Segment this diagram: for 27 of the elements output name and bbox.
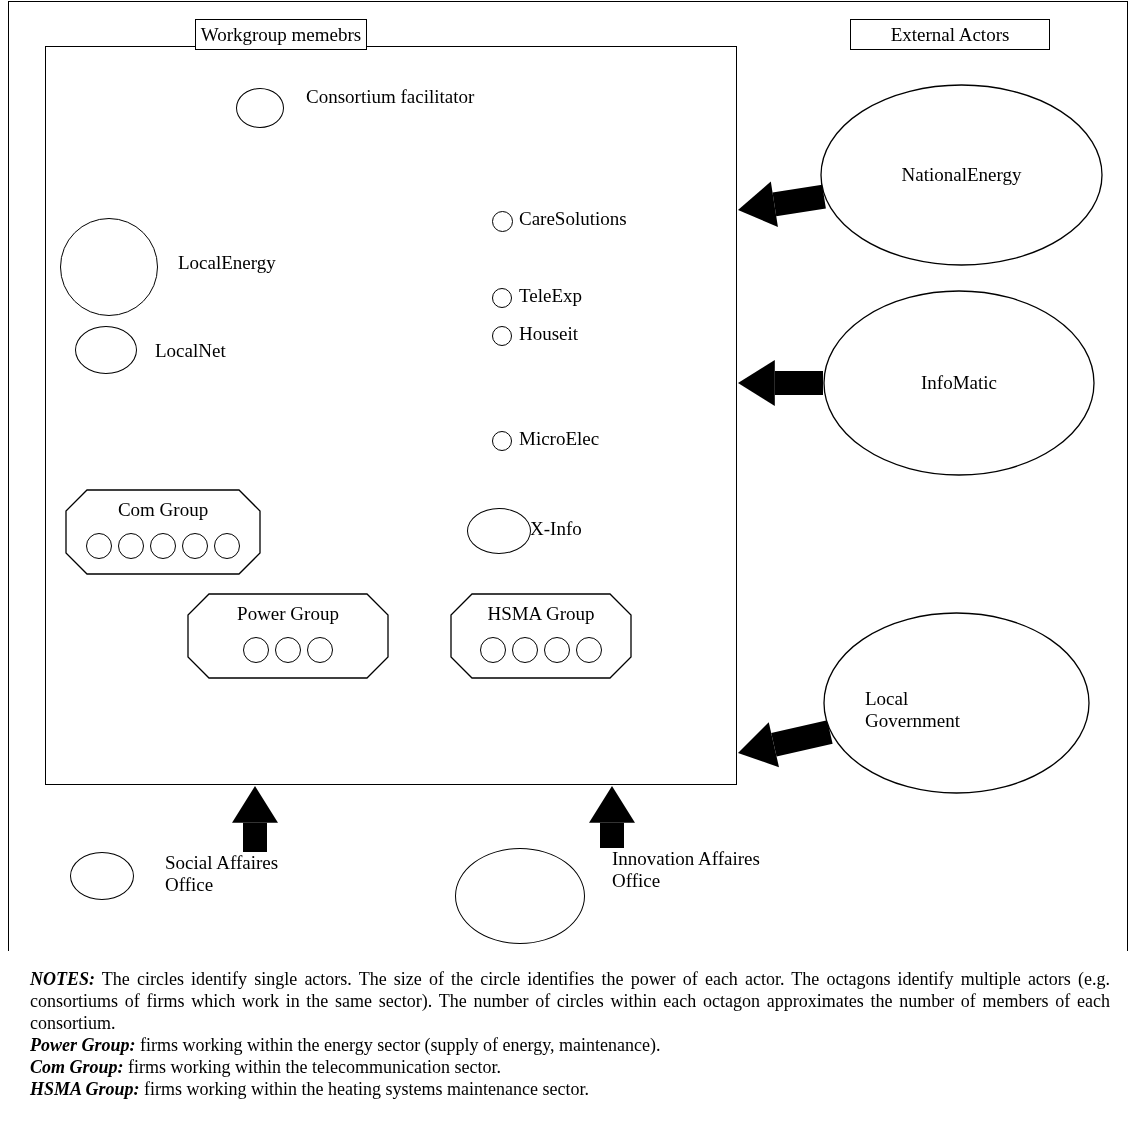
actor-name: Houseit (519, 323, 580, 345)
actors-heading: External Actors (850, 19, 1050, 50)
arrow (738, 720, 833, 768)
group-name: HSMA Group (486, 603, 596, 625)
actor-name: MicroElec (519, 428, 601, 450)
actor-name: Local Government (865, 688, 961, 732)
actor-name: NationalEnergy (900, 164, 1023, 186)
group-name: Com Group (116, 499, 210, 521)
group-name: Power Group (236, 603, 340, 625)
note-text: NOTES: The circles identify single actors. The size of the circle identifies the power of each actor. The octagons identify multiple actors (e.g. consortiums of firms which work in the same sector). The number of circles within each octagon approximates the number of members of each consortium. (30, 968, 1110, 1034)
actor-name: LocalEnergy (178, 252, 277, 274)
group-heading: Workgroup memebrs (195, 19, 367, 50)
arrow (232, 786, 278, 852)
note-text: Com Group: firms working within the telecommunication sector. (30, 1056, 502, 1078)
actor-name: X-Info (530, 518, 583, 540)
actor-name: Social Affaires Office (165, 852, 280, 896)
actor-name: LocalNet (155, 340, 227, 362)
arrow (589, 786, 635, 848)
actor-name: TeleExp (519, 285, 584, 307)
note-text: HSMA Group: firms working within the heating systems maintenance sector. (30, 1078, 590, 1100)
arrow (738, 181, 826, 228)
note-text: Power Group: firms working within the energy sector (supply of energy, maintenance). (30, 1034, 662, 1056)
actor-name: CareSolutions (519, 208, 628, 230)
arrow (738, 360, 823, 406)
actor-name: Consortium facilitator (306, 86, 476, 108)
actor-name: InfoMatic (920, 372, 998, 394)
actor-name: Innovation Affaires Office (612, 848, 761, 892)
